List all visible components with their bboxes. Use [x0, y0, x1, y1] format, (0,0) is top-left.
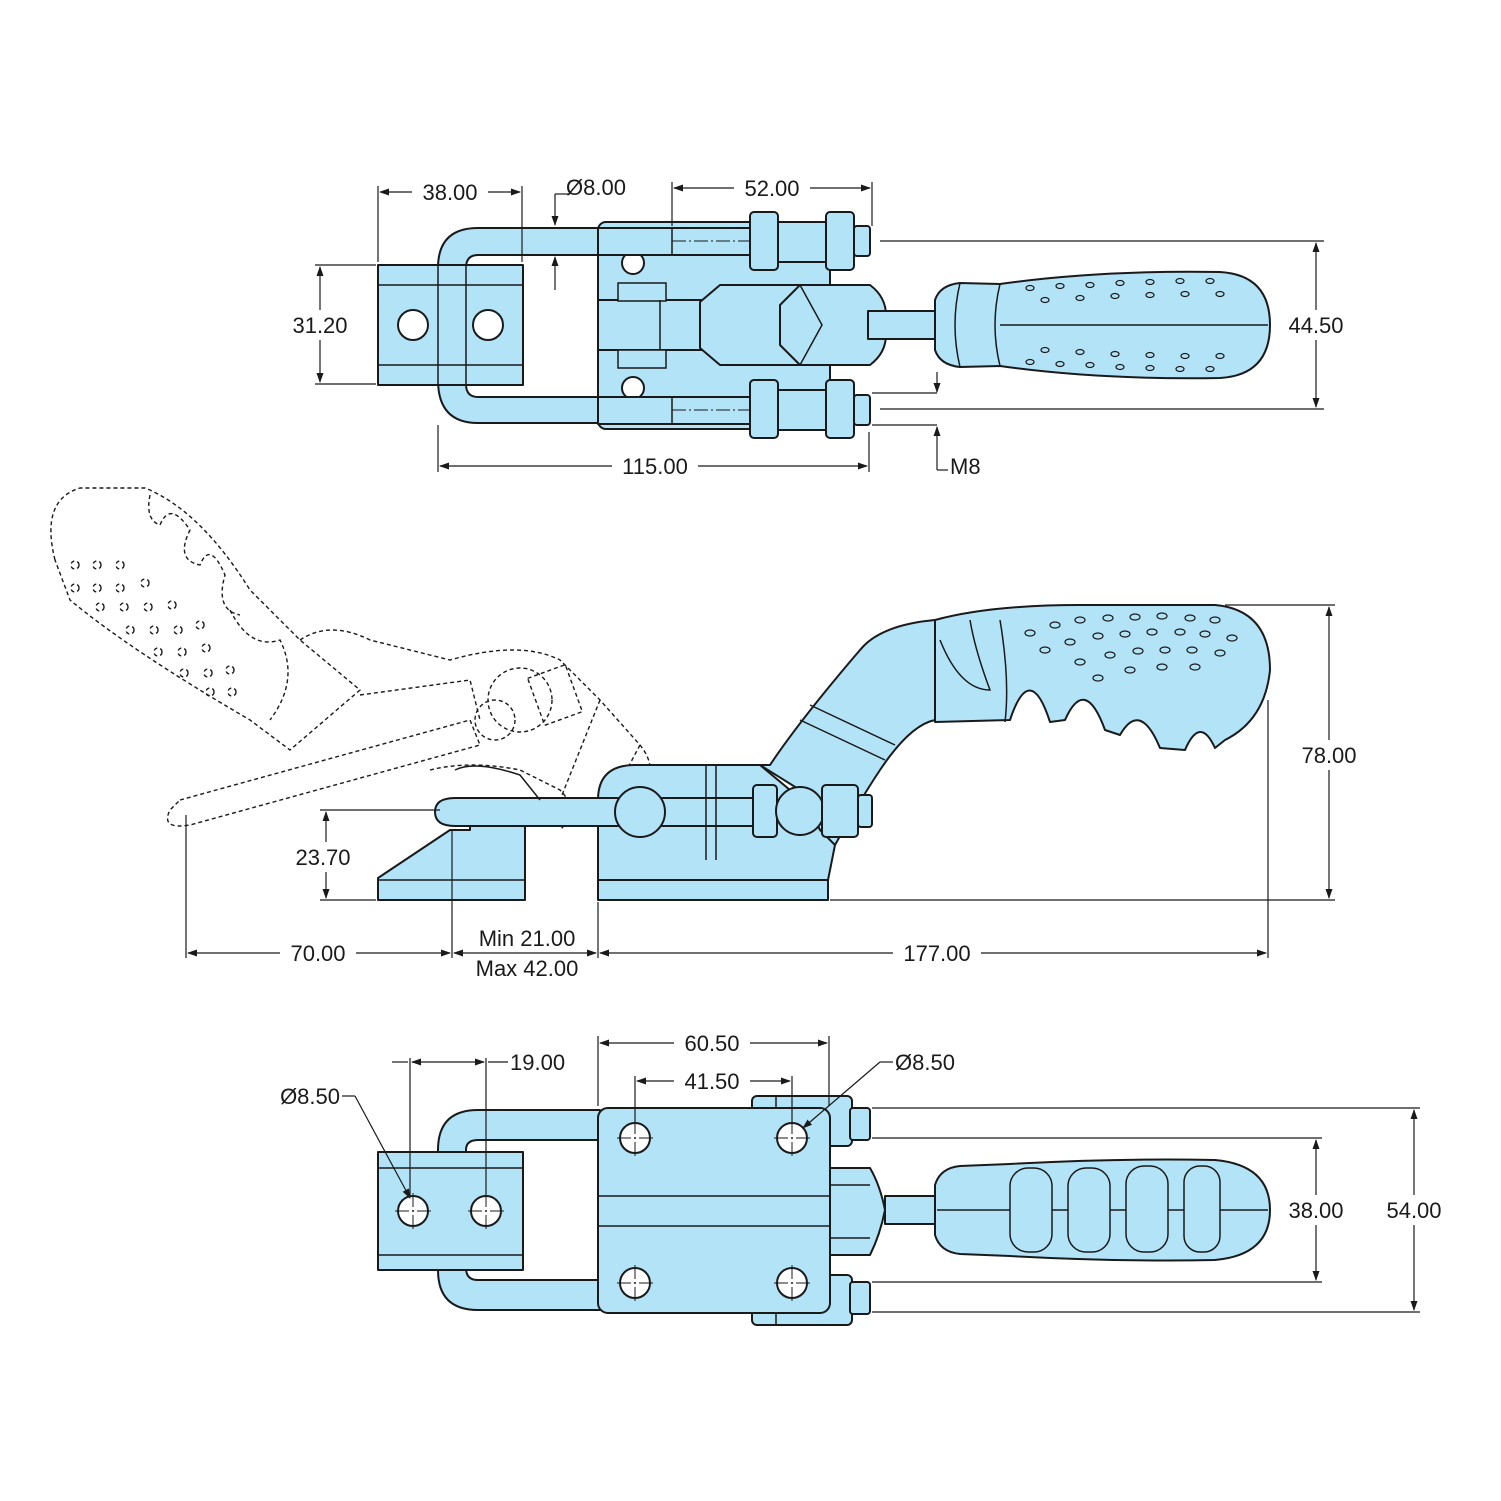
- dim-label-38: 38.00: [422, 180, 477, 205]
- dim-label-38-bottom: 38.00: [1288, 1198, 1343, 1223]
- grip-dots: [1025, 277, 1225, 373]
- dimension-52: 52.00: [671, 172, 873, 226]
- hex-nut: [825, 211, 855, 271]
- hex-nut: [749, 211, 779, 271]
- dim-label-base-hole: Ø8.50: [895, 1050, 955, 1075]
- dimension-44-50: 44.50: [880, 240, 1353, 410]
- dim-label-41-50: 41.50: [684, 1069, 739, 1094]
- hex-nut: [825, 379, 855, 439]
- dimension-38: 38.00: [377, 176, 523, 262]
- dim-label-19: 19.00: [510, 1050, 565, 1075]
- bottom-view: 19.00 Ø8.50 60.50 41.50 Ø8.50: [280, 1028, 1450, 1326]
- dimension-70: 70.00: [185, 815, 453, 968]
- dimension-keeper-hole: Ø8.50: [280, 1084, 411, 1199]
- dimension-23-70: 23.70: [288, 809, 440, 901]
- dimension-60-50: 60.50: [597, 1028, 830, 1106]
- dimension-pin-diameter: Ø8.00: [551, 175, 626, 290]
- dimension-base-hole: Ø8.50: [802, 1050, 955, 1129]
- keeper-hole: [472, 309, 504, 341]
- dimension-54: 54.00: [872, 1107, 1450, 1313]
- dim-label-60-50: 60.50: [684, 1031, 739, 1056]
- dimension-78: 78.00: [830, 604, 1365, 901]
- side-view: 78.00 23.70 70.00 Min 21.00 Max 42.00 1: [50, 487, 1365, 981]
- dimension-19: 19.00: [392, 1050, 565, 1196]
- dim-label-23-70: 23.70: [295, 845, 350, 870]
- dim-label-54: 54.00: [1386, 1198, 1441, 1223]
- dim-label-thread: M8: [950, 454, 981, 479]
- keeper-hole: [397, 309, 429, 341]
- dim-label-52: 52.00: [744, 176, 799, 201]
- dim-label-31-20: 31.20: [292, 313, 347, 338]
- dimension-115: 115.00: [437, 425, 870, 480]
- dim-label-44-50: 44.50: [1288, 313, 1343, 338]
- dim-label-115: 115.00: [622, 454, 688, 479]
- dimension-41-50: 41.50: [634, 1066, 793, 1122]
- dimension-31-20: 31.20: [286, 264, 376, 385]
- dimension-thread: M8: [872, 372, 981, 479]
- dim-label-78: 78.00: [1301, 743, 1356, 768]
- hex-nut: [749, 379, 779, 439]
- side-grip-dots: [1024, 612, 1238, 682]
- dimension-stroke: Min 21.00 Max 42.00: [453, 902, 599, 981]
- dimension-38-bottom: 38.00: [872, 1137, 1353, 1283]
- latch-rod: [434, 797, 761, 827]
- dim-label-pin-diameter: Ø8.00: [566, 175, 626, 200]
- base-plate: [597, 879, 829, 901]
- dimension-177: 177.00: [599, 700, 1269, 968]
- dim-label-stroke-max: Max 42.00: [476, 956, 579, 981]
- open-position-outline: [50, 487, 651, 831]
- dim-label-keeper-hole: Ø8.50: [280, 1084, 340, 1109]
- dim-label-177: 177.00: [903, 941, 970, 966]
- dim-label-70: 70.00: [290, 941, 345, 966]
- dim-label-stroke-min: Min 21.00: [479, 926, 576, 951]
- top-view: 38.00 Ø8.00 52.00 31.20 44.50: [286, 172, 1353, 480]
